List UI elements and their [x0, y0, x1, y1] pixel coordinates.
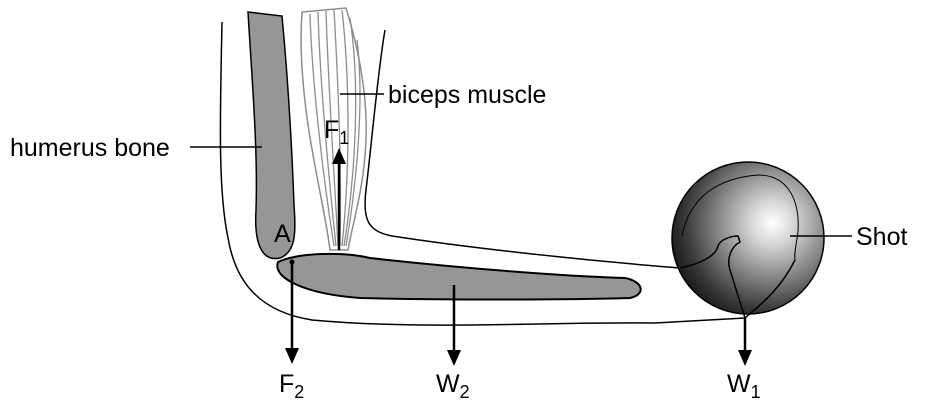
force-F2-subscript: 2	[294, 382, 304, 402]
force-F1-symbol: F	[324, 116, 339, 144]
shot-label: Shot	[856, 223, 907, 251]
forearm-bone	[277, 254, 640, 300]
force-arrow-W1	[738, 318, 752, 366]
force-label-W1: W1	[727, 370, 761, 402]
forearm-top-outline	[365, 30, 680, 268]
force-W1-subscript: 1	[751, 382, 761, 402]
pivot-point	[290, 260, 295, 265]
force-label-F2: F2	[279, 370, 304, 402]
shot-ball	[672, 162, 824, 314]
force-label-W2: W2	[436, 370, 470, 402]
humerus-label: humerus bone	[10, 134, 170, 162]
force-F1-subscript: 1	[339, 128, 349, 148]
force-W1-symbol: W	[727, 370, 751, 398]
biceps-label: biceps muscle	[388, 81, 546, 109]
force-F2-symbol: F	[279, 370, 294, 398]
force-W2-symbol: W	[436, 370, 460, 398]
pivot-label: A	[274, 220, 291, 248]
force-W2-subscript: 2	[460, 382, 470, 402]
